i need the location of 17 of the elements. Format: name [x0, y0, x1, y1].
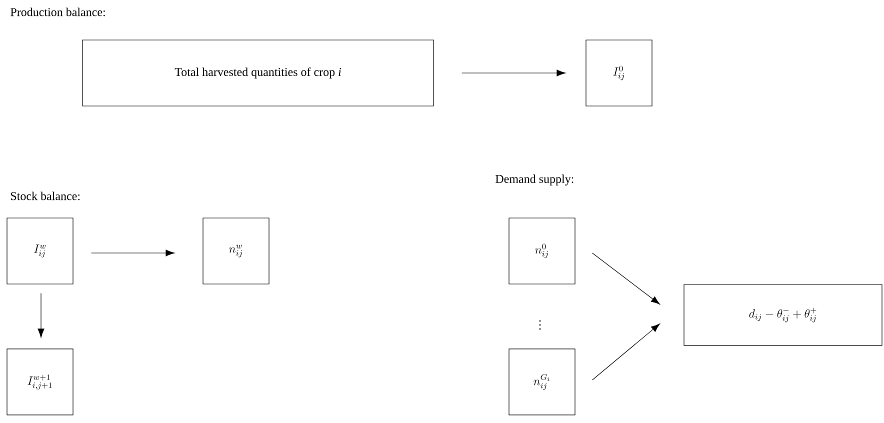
section-heading: Stock balance: [11, 192, 80, 200]
text-box: Total harvested quantities of crop i [82, 40, 434, 106]
formula-box: $n_{ij}^{G_i}$ [508, 348, 576, 416]
formula-box: $I_{ij}^{w}$ [6, 218, 74, 284]
formula-box: $I_{ij}^{0}$ [586, 40, 652, 106]
formula-box: $d_{ij}-\theta_{ij}^{-}+\theta_{ij}^{+}$ [684, 284, 882, 346]
arrow [592, 252, 660, 304]
section-heading: Production balance: [10, 8, 105, 16]
arrow [38, 293, 44, 338]
formula-box: $n_{ij}^{w}$ [202, 218, 270, 284]
formula-box: $n_{ij}^{0}$ [508, 218, 576, 284]
formula-box: $I_{i,j+1}^{w+1}$ [6, 348, 74, 416]
arrow [91, 250, 175, 256]
arrow [462, 70, 566, 76]
vertical-ellipsis: $\vdots$ [539, 320, 541, 330]
section-heading: Demand supply: [496, 174, 574, 186]
arrow [592, 324, 660, 380]
